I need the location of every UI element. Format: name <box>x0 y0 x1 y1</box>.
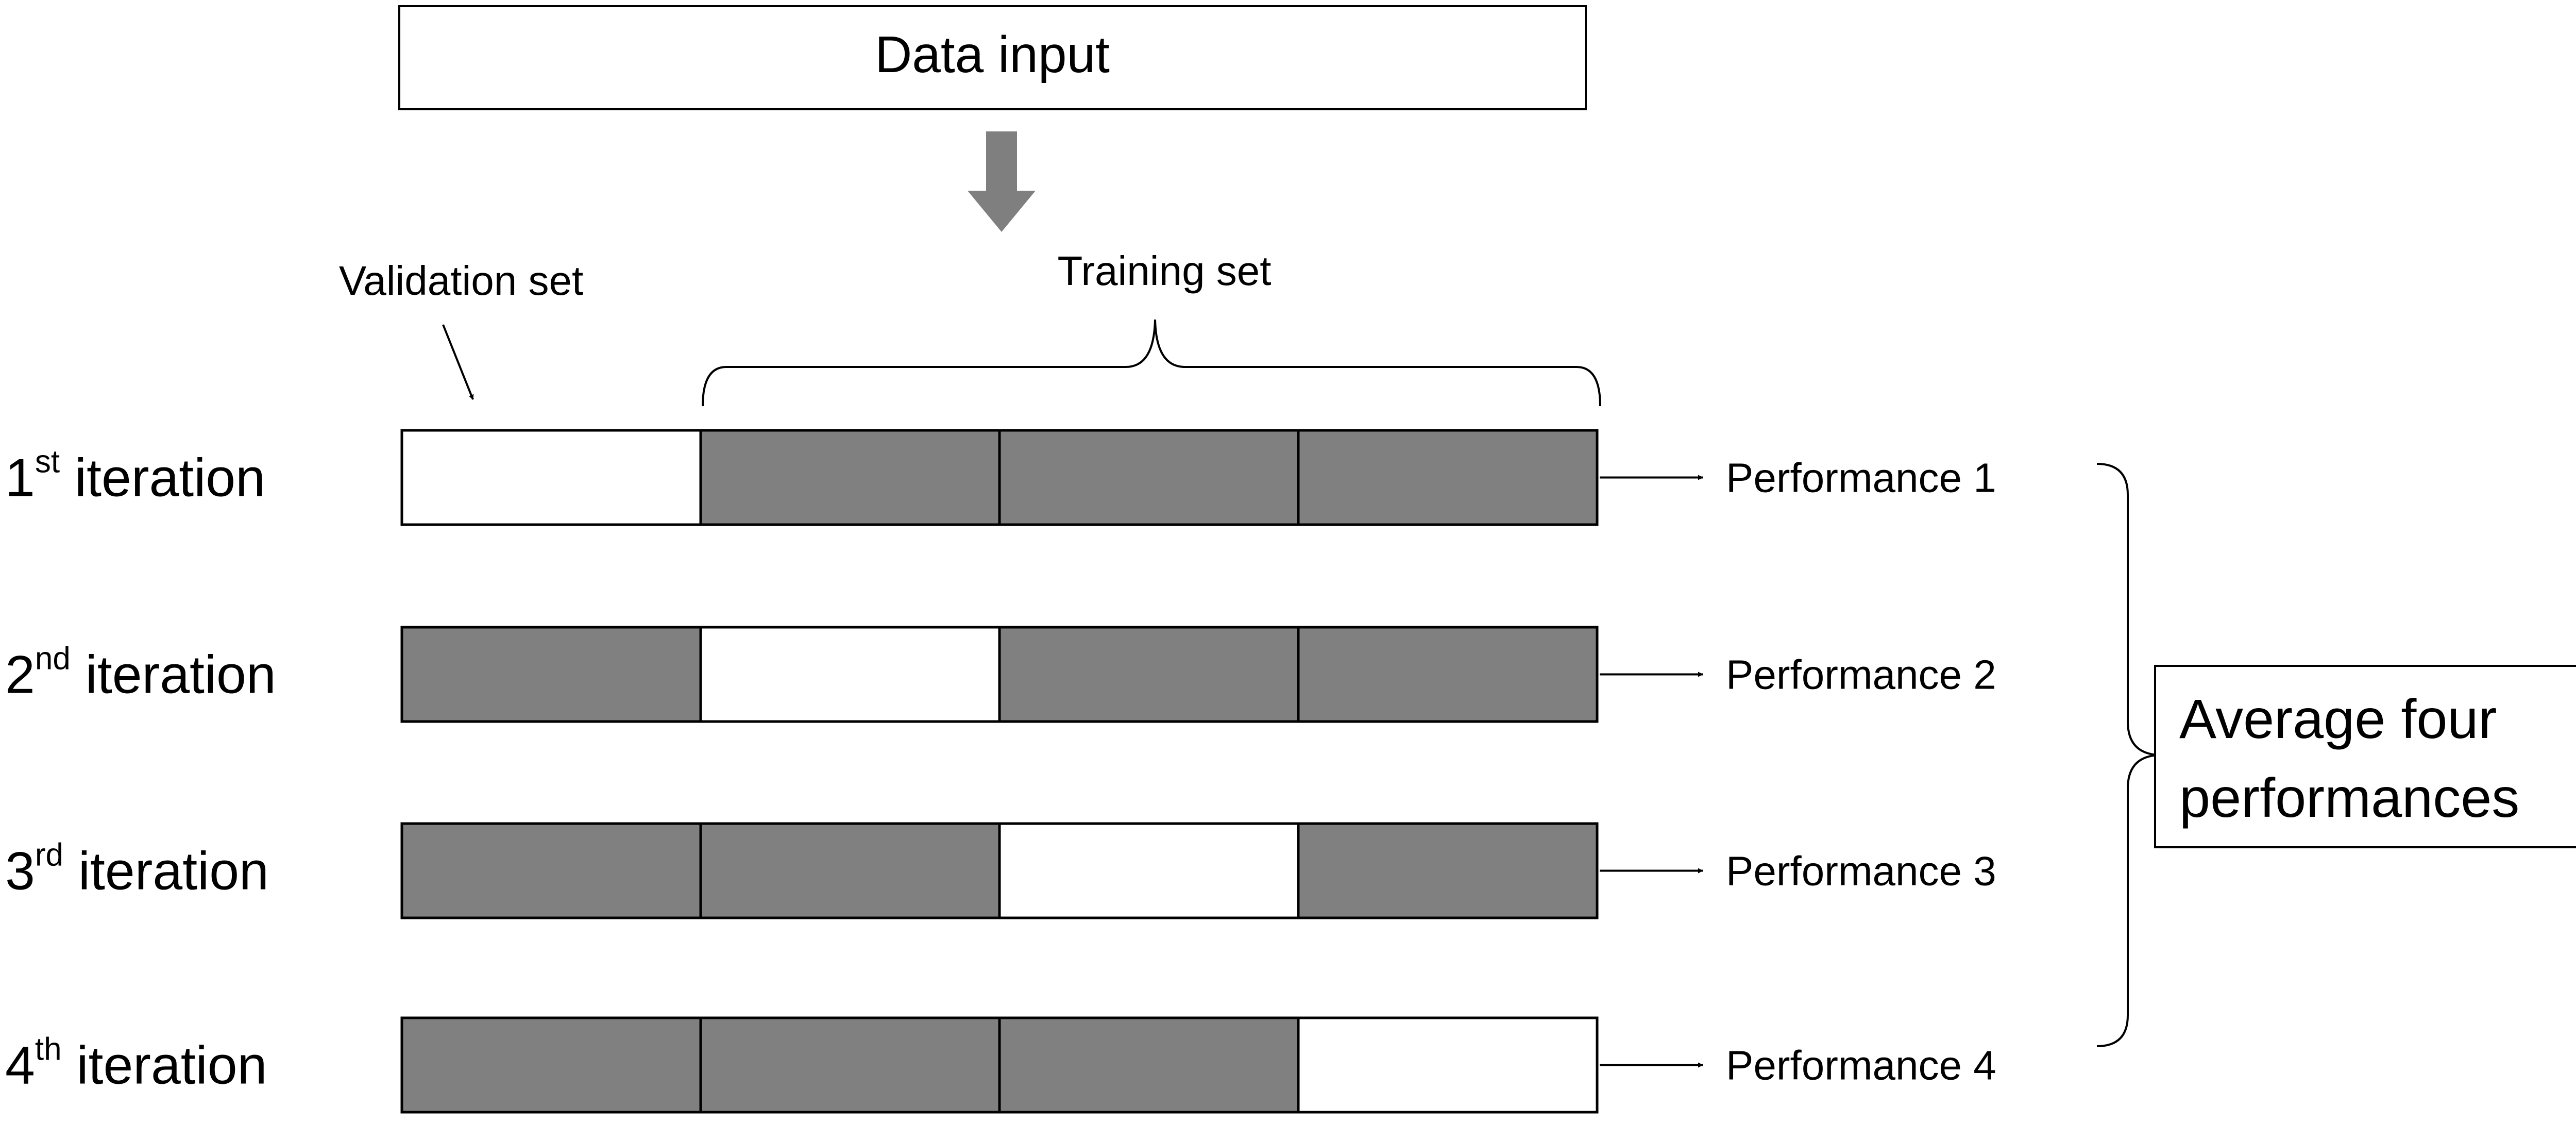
training-fold <box>699 1016 1001 1114</box>
performance-label: Performance 3 <box>1726 848 1996 894</box>
iteration-row: 2nd iteration Performance 2 <box>5 622 1996 723</box>
iteration-suffix: nd <box>35 641 71 677</box>
down-arrow-icon <box>968 131 1036 232</box>
iteration-number: 3 <box>5 842 35 901</box>
iteration-row: 4th iteration Performance 4 <box>5 1012 1996 1114</box>
iteration-row: 3rd iteration Performance 3 <box>5 818 1996 919</box>
validation-fold <box>699 626 1001 723</box>
training-fold <box>998 429 1300 526</box>
training-fold <box>1297 822 1599 919</box>
validation-fold <box>998 822 1300 919</box>
validation-fold <box>1297 1016 1599 1114</box>
training-fold <box>998 1016 1300 1114</box>
iteration-suffix: st <box>35 444 60 480</box>
data-input-label: Data input <box>875 26 1110 83</box>
iteration-number: 1 <box>5 448 35 508</box>
iteration-word: iteration <box>76 1036 267 1096</box>
validation-pointer-arrow <box>442 324 474 400</box>
iteration-number: 2 <box>5 645 35 705</box>
training-fold <box>400 822 702 919</box>
validation-fold <box>400 429 702 526</box>
iteration-row: 1st iteration Performance 1 <box>5 425 1996 526</box>
performance-label: Performance 2 <box>1726 652 1996 698</box>
average-box: Average four performances <box>2154 665 2576 848</box>
validation-set-label: Validation set <box>339 258 583 304</box>
iteration-word: iteration <box>78 842 269 901</box>
training-fold <box>400 1016 702 1114</box>
training-fold <box>1297 626 1599 723</box>
training-fold <box>699 822 1001 919</box>
data-input-box: Data input <box>398 5 1587 110</box>
iteration-suffix: th <box>35 1032 62 1067</box>
iteration-label: 4th iteration <box>5 1012 267 1096</box>
performances-brace <box>2096 463 2159 1047</box>
average-line-2: performances <box>2179 766 2519 829</box>
iteration-label: 2nd iteration <box>5 622 276 705</box>
iteration-number: 4 <box>5 1036 35 1096</box>
performance-label: Performance 1 <box>1726 455 1996 501</box>
training-fold <box>1297 429 1599 526</box>
average-line-1: Average four <box>2179 688 2497 750</box>
iteration-word: iteration <box>86 645 276 705</box>
training-fold <box>699 429 1001 526</box>
iteration-suffix: rd <box>35 837 63 873</box>
training-fold <box>400 626 702 723</box>
iteration-label: 3rd iteration <box>5 818 269 901</box>
training-set-label: Training set <box>1058 248 1272 294</box>
training-fold <box>998 626 1300 723</box>
performance-label: Performance 4 <box>1726 1043 1996 1088</box>
iteration-word: iteration <box>75 448 265 508</box>
training-set-brace <box>702 319 1601 407</box>
iteration-label: 1st iteration <box>5 425 265 508</box>
